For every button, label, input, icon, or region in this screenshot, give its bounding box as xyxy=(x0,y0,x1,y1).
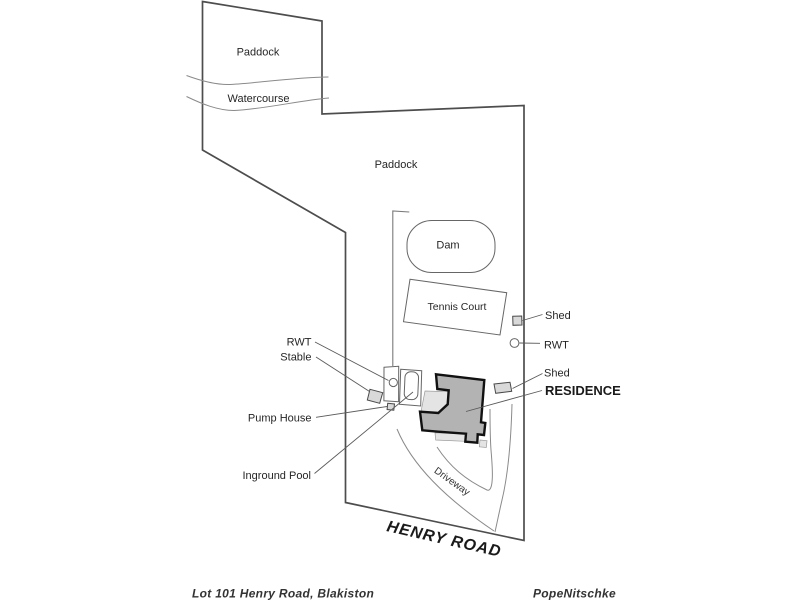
label-rwt-east: RWT xyxy=(544,340,569,352)
fence-line xyxy=(392,210,410,366)
watercourse-lines xyxy=(186,75,330,112)
residence-building xyxy=(418,372,487,444)
label-pump-house: Pump House xyxy=(248,413,312,425)
tennis-court-shape xyxy=(402,278,508,336)
driveway-edge-outer-right xyxy=(494,403,513,533)
leader-inground-pool xyxy=(314,391,414,474)
property-boundary xyxy=(201,0,525,542)
label-residence: RESIDENCE xyxy=(545,383,621,398)
label-shed-garage: Shed xyxy=(544,368,570,380)
driveway-edge-inner-loop xyxy=(436,408,493,491)
watercourse-line-lower xyxy=(186,96,330,112)
rwt-east-tank xyxy=(509,338,520,348)
pump-house-shape xyxy=(386,402,396,411)
inground-pool-shape xyxy=(403,371,420,401)
leader-shed-north xyxy=(522,314,543,321)
shed-north-shape xyxy=(512,315,523,326)
footer-agency: PopeNitschke xyxy=(533,587,616,600)
stable-shape xyxy=(366,388,384,404)
label-dam: Dam xyxy=(436,240,459,252)
shed-garage-shape xyxy=(493,381,513,394)
rwt-west-tank xyxy=(388,377,398,388)
leader-lines xyxy=(314,314,543,474)
watercourse-line-upper xyxy=(186,75,329,86)
driveway-shape xyxy=(396,403,513,533)
leader-shed-garage xyxy=(512,373,543,389)
label-paddock-main: Paddock xyxy=(375,159,418,171)
label-rwt-west: RWT xyxy=(287,337,312,349)
label-inground-pool: Inground Pool xyxy=(243,470,312,482)
label-shed-north: Shed xyxy=(545,310,571,322)
label-paddock-north: Paddock xyxy=(237,47,280,59)
footer: Lot 101 Henry Road, Blakiston PopeNitsch… xyxy=(192,587,616,600)
leader-pump-house xyxy=(315,406,388,418)
driveway-edge-outer-left xyxy=(396,428,495,532)
label-tennis-court: Tennis Court xyxy=(428,301,487,313)
paving xyxy=(420,390,488,448)
label-stable: Stable xyxy=(280,352,311,364)
footer-address: Lot 101 Henry Road, Blakiston xyxy=(192,587,374,600)
leader-rwt-west xyxy=(314,341,389,381)
pool-complex xyxy=(383,365,423,407)
dam-shape xyxy=(406,220,496,273)
label-watercourse: Watercourse xyxy=(228,93,290,105)
patio-corner-square xyxy=(478,439,488,448)
outbuildings xyxy=(366,315,523,411)
leader-stable xyxy=(315,356,370,392)
label-driveway: Driveway xyxy=(432,465,472,498)
leader-residence xyxy=(465,390,543,412)
